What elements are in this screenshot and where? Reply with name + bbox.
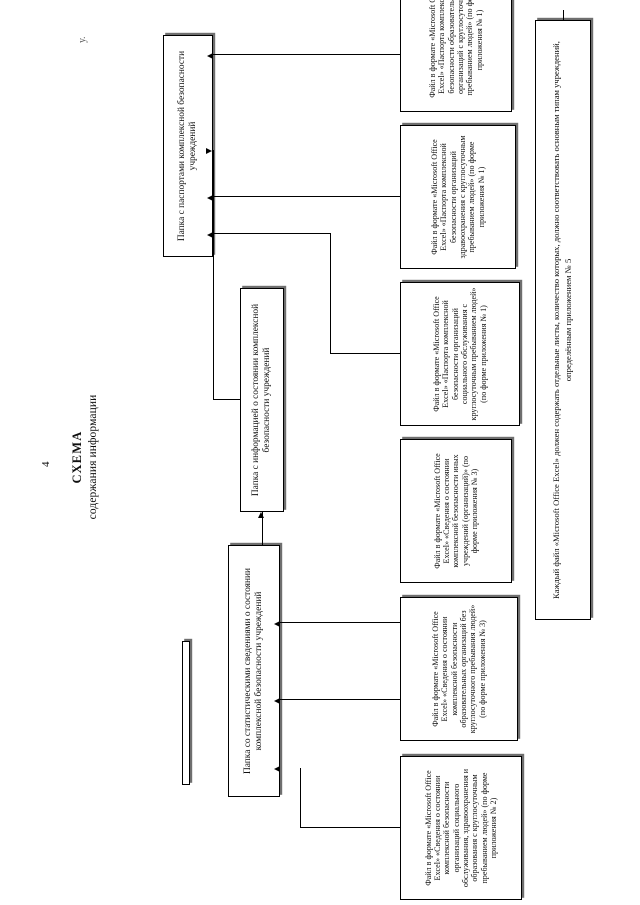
file-box-7-placeholder: [182, 641, 190, 785]
connector-note-line: [563, 10, 565, 20]
file-box-6[interactable]: Файл в формате «Microsoft Office Excel» …: [400, 0, 512, 112]
file-label-5: Файл в формате «Microsoft Office Excel» …: [429, 135, 486, 259]
connector-info-to-pass-vertical: [213, 398, 240, 400]
file-label-4: Файл в формате «Microsoft Office Excel» …: [431, 287, 488, 421]
connector-file2-vertical: [330, 698, 400, 700]
folder-box-passports[interactable]: Папка с паспортами комплексной безопасно…: [163, 35, 213, 257]
folder-box-statistical[interactable]: Папка со статистическими сведениями о со…: [228, 545, 280, 797]
file-box-4[interactable]: Файл в формате «Microsoft Office Excel» …: [400, 282, 520, 426]
file-box-2[interactable]: Файл в формате «Microsoft Office Excel» …: [400, 597, 518, 741]
file-box-3[interactable]: Файл в формате «Microsoft Office Excel» …: [400, 439, 512, 583]
file-box-5[interactable]: Файл в формате «Microsoft Office Excel» …: [400, 125, 516, 269]
connector-file4-vertical-b: [213, 232, 331, 234]
connector-file3-vertical: [360, 621, 400, 623]
note-label: Каждый файл «Microsoft Office Excel» дол…: [551, 41, 573, 599]
connector-file5-vertical-b: [213, 195, 363, 197]
page-subtitle: содержания информации: [86, 394, 99, 520]
connector-file2-vertical-b: [280, 698, 330, 700]
connector-file1-arrow: [274, 766, 280, 772]
file-label-2: Файл в формате «Microsoft Office Excel» …: [430, 604, 487, 734]
folder-label-passports: Папка с паспортами комплексной безопасно…: [177, 50, 198, 242]
file-label-1: Файл в формате «Microsoft Office Excel» …: [423, 768, 499, 888]
page-title-block: СХЕМА содержания информации: [70, 337, 100, 577]
connector-info-to-pass-horizontal: [213, 150, 215, 400]
connector-file6-arrow: [207, 53, 213, 59]
connector-file1-vertical: [300, 826, 400, 828]
note-box: Каждый файл «Microsoft Office Excel» дол…: [535, 20, 591, 620]
connector-info-to-pass-arrow: [206, 148, 212, 154]
connector-file1-horizontal: [300, 768, 302, 828]
stray-mark: у.: [77, 36, 88, 44]
connector-file3-vertical-b: [280, 621, 362, 623]
connector-file6-vertical: [213, 53, 400, 55]
file-label-3: Файл в формате «Microsoft Office Excel» …: [432, 453, 480, 569]
page-number: 4: [40, 461, 52, 467]
connector-file4-horizontal: [330, 234, 332, 354]
folder-box-information[interactable]: Папка с информацией о состоянии комплекс…: [240, 288, 284, 512]
page-title: СХЕМА: [70, 430, 84, 484]
file-label-6: Файл в формате «Microsoft Office Excel» …: [427, 0, 484, 98]
folder-label-statistical: Папка со статистическими сведениями о со…: [243, 568, 264, 775]
file-box-1[interactable]: Файл в формате «Microsoft Office Excel» …: [400, 756, 522, 900]
folder-label-information: Папка с информацией о состоянии комплекс…: [251, 303, 272, 497]
connector-stat-to-info-arrow: [258, 512, 264, 518]
connector-file4-vertical: [330, 352, 400, 354]
connector-file5-vertical: [360, 195, 400, 197]
